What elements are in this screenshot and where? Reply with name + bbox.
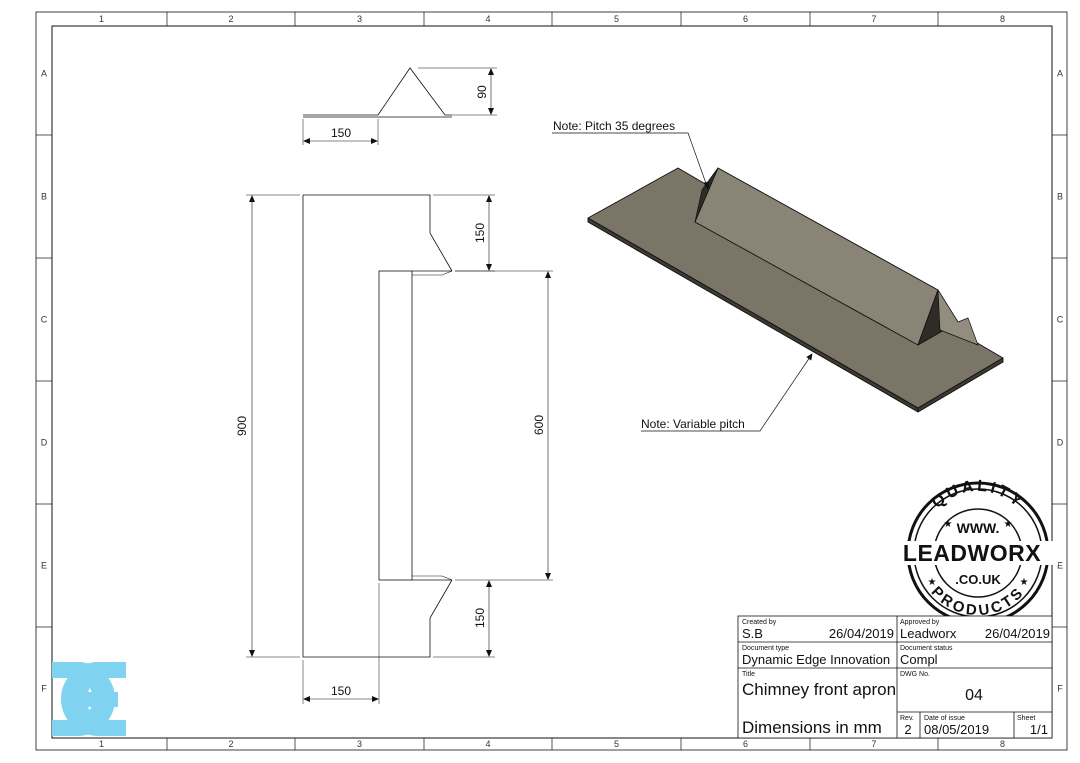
created-by-label: Created by bbox=[742, 619, 777, 626]
grid-column-label: 8 bbox=[1000, 14, 1005, 24]
grid-column-label: 4 bbox=[485, 14, 490, 24]
dim-top-width: 150 bbox=[331, 126, 351, 140]
approved-by: Leadworx bbox=[900, 626, 957, 641]
title-label: Title bbox=[742, 671, 755, 678]
isometric-render bbox=[587, 167, 1004, 413]
created-by: S.B bbox=[742, 626, 763, 641]
doc-type: Dynamic Edge Innovation bbox=[742, 652, 890, 667]
grid-column-label: 3 bbox=[357, 14, 362, 24]
dim-notch-top: 150 bbox=[473, 223, 487, 243]
seal-star-icon: ★ bbox=[1004, 519, 1013, 530]
seal-star-icon: ★ bbox=[1020, 577, 1029, 588]
grid-column-label: 7 bbox=[871, 14, 876, 24]
grid-column-label: 4 bbox=[485, 739, 490, 749]
dim-bottom-width: 150 bbox=[331, 684, 351, 698]
grid-column-label: 1 bbox=[99, 739, 104, 749]
grid-column-label: 2 bbox=[228, 739, 233, 749]
note-pitch: Note: Pitch 35 degrees bbox=[553, 119, 675, 133]
doc-status: Compl bbox=[900, 652, 938, 667]
grid-column-label: 1 bbox=[99, 14, 104, 24]
grid-row-label: A bbox=[41, 69, 47, 79]
doc-status-label: Document status bbox=[900, 645, 953, 652]
grid-column-label: 2 bbox=[228, 14, 233, 24]
grid-row-label: D bbox=[41, 438, 48, 448]
grid-column-label: 6 bbox=[743, 739, 748, 749]
title-block bbox=[737, 615, 1053, 739]
dim-inner-height: 600 bbox=[532, 415, 546, 435]
drawing-title: Chimney front apron bbox=[742, 680, 896, 699]
grid-column-label: 6 bbox=[743, 14, 748, 24]
grid-column-label: 7 bbox=[871, 739, 876, 749]
sheet-value: 1/1 bbox=[1030, 722, 1048, 737]
plan-view bbox=[246, 194, 553, 704]
note-variable-pitch: Note: Variable pitch bbox=[641, 417, 745, 431]
leadworx-seal: QUALITY PRODUCTS WWW. LEADWORX .CO.UK ★ … bbox=[898, 478, 1058, 625]
rev-label: Rev. bbox=[900, 715, 914, 722]
seal-domain: .CO.UK bbox=[955, 572, 1001, 587]
sheet-label: Sheet bbox=[1017, 715, 1035, 722]
issue-date: 08/05/2019 bbox=[924, 722, 989, 737]
grid-row-label: C bbox=[1057, 315, 1064, 325]
grid-column-label: 5 bbox=[614, 739, 619, 749]
dwg-label: DWG No. bbox=[900, 671, 930, 678]
grid-row-label: B bbox=[1057, 192, 1063, 202]
note-leaders bbox=[552, 132, 813, 432]
approved-date: 26/04/2019 bbox=[985, 626, 1050, 641]
created-date: 26/04/2019 bbox=[829, 626, 894, 641]
grid-row-label: F bbox=[41, 684, 47, 694]
grid-row-label: D bbox=[1057, 438, 1064, 448]
dwg-no: 04 bbox=[965, 687, 983, 704]
seal-star-icon: ★ bbox=[944, 519, 953, 530]
doc-type-label: Document type bbox=[742, 645, 789, 652]
seal-star-icon: ★ bbox=[928, 577, 937, 588]
grid-row-label: A bbox=[1057, 69, 1063, 79]
seal-brand: LEADWORX bbox=[903, 540, 1041, 566]
profile-view bbox=[302, 67, 497, 145]
grid-column-label: 8 bbox=[1000, 739, 1005, 749]
grid-row-label: F bbox=[1057, 684, 1063, 694]
dim-notch-bottom: 150 bbox=[473, 608, 487, 628]
dim-top-height: 90 bbox=[475, 85, 489, 99]
issue-label: Date of issue bbox=[924, 715, 965, 722]
seal-www: WWW. bbox=[957, 520, 1000, 536]
grid-column-label: 3 bbox=[357, 739, 362, 749]
grid-row-label: E bbox=[41, 561, 47, 571]
grid-row-label: E bbox=[1057, 561, 1063, 571]
grid-column-label: 5 bbox=[614, 14, 619, 24]
grid-row-label: B bbox=[41, 192, 47, 202]
approved-by-label: Approved by bbox=[900, 619, 940, 626]
rev-value: 2 bbox=[904, 722, 911, 737]
dynamic-edge-logo bbox=[52, 662, 126, 736]
drawing-subtitle: Dimensions in mm bbox=[742, 718, 882, 737]
grid-row-label: C bbox=[41, 315, 48, 325]
grid-ticks bbox=[36, 12, 1067, 750]
dim-overall-height: 900 bbox=[235, 416, 249, 436]
